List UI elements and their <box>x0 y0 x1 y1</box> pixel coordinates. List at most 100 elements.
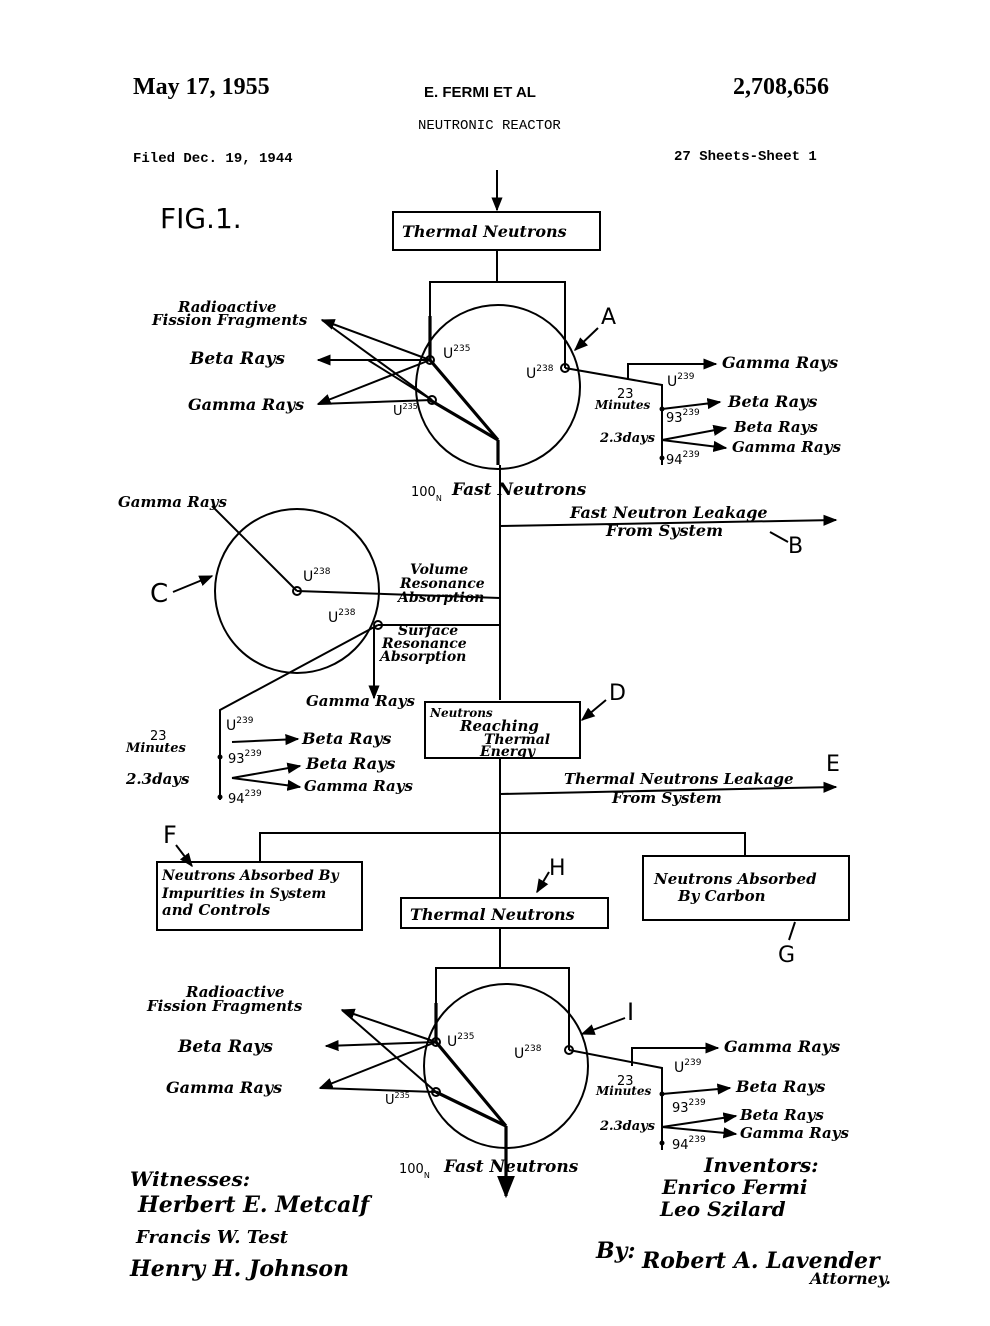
decay-chain-bottom <box>568 1049 663 1150</box>
resonance-circle-c <box>214 508 380 674</box>
beta-rays-right-label: Beta Rays <box>727 392 817 411</box>
gamma-arrow <box>318 1041 437 1089</box>
pu94-label: 94239 <box>672 1135 706 1153</box>
label-i: I <box>627 998 634 1026</box>
u238-label: U238 <box>526 364 554 382</box>
decay-chain <box>564 367 663 465</box>
np93-c-label: 93239 <box>228 749 262 767</box>
attorney-label: Attorney. <box>808 1269 891 1288</box>
witnesses-label: Witnesses: <box>130 1167 250 1191</box>
volume-absorption-line <box>296 590 501 599</box>
pointer-d <box>580 699 607 721</box>
minutes-23-label: 23 <box>617 387 634 402</box>
sheet-count: 27 Sheets-Sheet 1 <box>674 149 817 165</box>
u238-label: U238 <box>514 1044 542 1062</box>
gamma-rays-right-label: Gamma Rays <box>722 353 838 372</box>
np93-label: 93239 <box>666 408 700 426</box>
beta-arrow <box>367 359 433 401</box>
fission-fragments-label: Fission Fragments <box>146 997 303 1015</box>
fragments-arrow <box>320 319 431 361</box>
fast-leakage-label-2: From System <box>605 521 723 540</box>
pointer-b <box>769 531 789 543</box>
pointer-g <box>788 921 796 941</box>
decay-node <box>217 754 223 760</box>
fast-leakage-label: Fast Neutron Leakage <box>569 503 768 522</box>
minutes-23-c: 23 <box>150 729 167 744</box>
thermal-neutrons-label: Thermal Neutrons <box>402 222 567 241</box>
volume-label-3: Absorption <box>396 590 484 606</box>
volume-label-2: Resonance <box>399 576 485 592</box>
beta-arrow <box>324 1039 437 1052</box>
witness-signature-2: Francis W. Test <box>135 1227 289 1248</box>
label-g: G <box>778 943 795 968</box>
split-line-bottom <box>435 967 570 1050</box>
gamma-right-arrow <box>631 1042 720 1066</box>
reaching-label: Neutrons <box>429 706 493 720</box>
label-b: B <box>788 534 803 559</box>
inventor-name-1: Enrico Fermi <box>661 1175 808 1199</box>
pointer-f <box>175 844 193 868</box>
fission-path-bottom <box>435 1090 507 1128</box>
witness-signature-3: Henry H. Johnson <box>129 1256 349 1282</box>
decay-node <box>659 1091 665 1097</box>
thermal-neutrons-h-label: Thermal Neutrons <box>410 905 575 924</box>
beta-rays-label: Beta Rays <box>189 349 285 369</box>
np93-label: 93239 <box>672 1098 706 1116</box>
gamma-rays-top-label: Gamma Rays <box>118 493 227 511</box>
patent-title: NEUTRONIC REACTOR <box>418 118 561 134</box>
attorney-signature: Robert A. Lavender <box>641 1248 881 1274</box>
inventors-label: Inventors: <box>703 1153 819 1177</box>
fragments-arrow <box>341 1009 437 1093</box>
decay-node <box>659 1140 665 1146</box>
carbon-label: Neutrons Absorbed <box>653 870 817 888</box>
u238-node-surface <box>373 620 383 630</box>
gamma-rays-label: Gamma Rays <box>166 1078 282 1097</box>
beta-right-arrow <box>661 397 722 410</box>
gamma-rays-right-label: Gamma Rays <box>724 1037 840 1056</box>
fission-fragments-label: Radioactive <box>185 983 284 1001</box>
days-23-label: 2.3days <box>599 431 656 446</box>
reaction-circle-i <box>423 983 589 1149</box>
gamma-right-arrow <box>627 358 718 380</box>
label-d: D <box>609 681 626 706</box>
reaction-circle-a <box>415 304 581 470</box>
label-f: F <box>163 821 177 849</box>
gamma-arrow <box>316 359 431 405</box>
label-e: E <box>826 752 840 777</box>
u238-node-c <box>292 586 302 596</box>
surface-label: Surface <box>398 623 458 639</box>
impurities-label-3: and Controls <box>162 901 271 919</box>
impurities-label-2: Impurities in System <box>161 886 326 902</box>
u-small-label: U235 <box>385 1091 410 1108</box>
beta-rays-right-label-2: Beta Rays <box>733 418 818 436</box>
pu94-c-label: 94239 <box>228 789 262 807</box>
label-c: C <box>150 579 168 609</box>
u239-label: U239 <box>674 1058 702 1076</box>
reaching-label-4: Energy <box>479 744 536 760</box>
gamma-rays-right-label-2: Gamma Rays <box>740 1124 849 1142</box>
minutes-word-c: Minutes <box>125 741 187 756</box>
u235-label: U235 <box>447 1032 474 1050</box>
surface-label-2: Resonance <box>381 636 467 652</box>
patent-number: 2,708,656 <box>733 74 829 100</box>
beta-right-arrow-2 <box>661 1112 738 1128</box>
pointer-a <box>573 327 599 351</box>
distribution-bar <box>259 832 746 862</box>
volume-label: Volume <box>410 562 468 578</box>
fission-path <box>429 398 499 442</box>
reaching-label-3: Thermal <box>484 732 550 748</box>
gamma-right-arrow-2 <box>661 439 728 452</box>
by-label: By: <box>595 1238 636 1264</box>
pu94-label: 94239 <box>666 450 700 468</box>
gamma-rays-label: Gamma Rays <box>188 395 304 414</box>
figure-label: FIG.1. <box>160 202 242 235</box>
fast-leakage-arrow <box>499 514 838 527</box>
decay-node <box>217 794 223 800</box>
filed-date: Filed Dec. 19, 1944 <box>133 151 293 167</box>
fission-fragments-label: Fission Fragments <box>151 311 308 329</box>
thermal-neutrons-box-h <box>400 897 609 929</box>
impurities-label: Neutrons Absorbed By <box>161 868 339 884</box>
pointer-c <box>172 575 214 593</box>
beta-c-arrow <box>231 733 300 746</box>
